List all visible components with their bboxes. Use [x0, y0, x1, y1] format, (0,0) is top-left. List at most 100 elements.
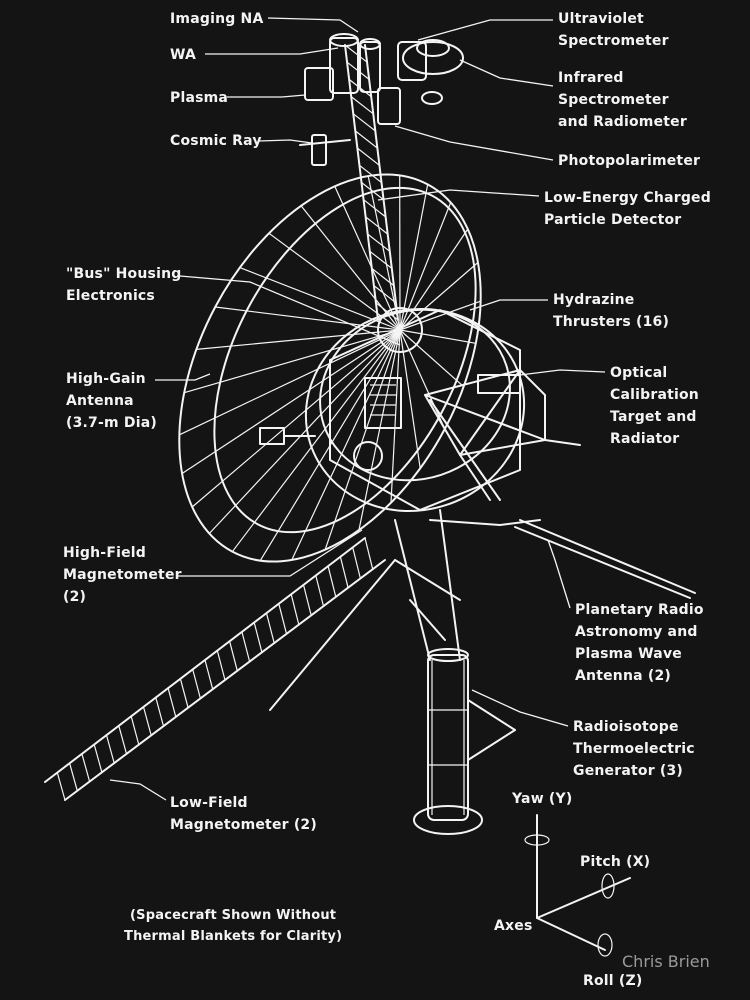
- label-line: High-Gain: [66, 371, 146, 387]
- label-line: (3.7-m Dia): [66, 415, 157, 431]
- label-line: Plasma Wave: [575, 646, 682, 662]
- label-line: Calibration: [610, 387, 699, 403]
- label-line: Infrared: [558, 70, 624, 86]
- label-line: Spectrometer: [558, 92, 669, 108]
- label-line: Magnetometer: [63, 567, 182, 583]
- label-line: Astronomy and: [575, 624, 698, 640]
- label-line: Thrusters (16): [553, 314, 670, 330]
- label-line: (2): [63, 589, 87, 605]
- label-line: Radiator: [610, 431, 680, 447]
- label-low-energy-detector: Low-Energy Charged Particle Detector: [544, 187, 711, 231]
- label-line: Antenna: [66, 393, 134, 409]
- caption-line: Thermal Blankets for Clarity): [124, 929, 343, 944]
- mast-strut: [354, 130, 378, 149]
- boom-strut: [69, 763, 78, 791]
- rtg-assembly: [394, 509, 516, 835]
- label-line: Low-Field: [170, 795, 248, 811]
- boom-strut: [192, 669, 201, 699]
- mast-strut: [375, 302, 399, 321]
- boom-strut: [216, 650, 226, 681]
- label-line: Hydrazine: [553, 292, 635, 308]
- axis-label-axes: Axes: [494, 918, 533, 934]
- label-line: Planetary Radio: [575, 602, 704, 618]
- label-ultraviolet-spectrometer: Ultraviolet Spectrometer: [558, 8, 669, 52]
- magnetometer-boom: [44, 537, 386, 801]
- science-boom: [344, 44, 399, 321]
- mast-strut: [371, 267, 395, 287]
- mast-strut: [363, 199, 386, 218]
- high-gain-antenna-dish: [178, 173, 482, 563]
- dish-rib: [399, 329, 464, 388]
- bus-housing: [259, 308, 526, 512]
- label-line: Low-Energy Charged: [544, 190, 711, 206]
- mast-strut: [357, 147, 380, 166]
- mast-strut: [352, 113, 376, 132]
- dish-rib: [399, 262, 479, 331]
- dish-rib: [196, 329, 401, 350]
- label-high-field-magnetometer: High-Field Magnetometer (2): [63, 542, 182, 608]
- label-photopolarimeter: Photopolarimeter: [558, 153, 701, 169]
- caption-line: (Spacecraft Shown Without: [130, 908, 337, 923]
- mast-strut: [365, 216, 389, 235]
- boom-strut: [265, 612, 275, 644]
- label-high-gain-antenna: High-Gain Antenna (3.7-m Dia): [66, 368, 157, 434]
- mast-strut: [344, 44, 368, 63]
- label-line: Optical: [610, 365, 668, 381]
- mast-strut: [350, 96, 374, 115]
- dish-rib: [399, 228, 469, 331]
- label-rtg: Radioisotope Thermoelectric Generator (3…: [573, 716, 695, 782]
- boom-strut: [204, 659, 214, 690]
- boom-strut: [352, 547, 361, 579]
- label-line: and Radiometer: [558, 114, 687, 130]
- dish-rib: [231, 329, 401, 553]
- boom-strut: [179, 678, 189, 708]
- dish-rib: [179, 329, 401, 436]
- dish-rib: [208, 329, 401, 534]
- label-low-field-magnetometer: Low-Field Magnetometer (2): [170, 792, 317, 836]
- dish-rib: [399, 300, 481, 331]
- boom-strut: [130, 716, 140, 745]
- label-line: Radioisotope: [573, 719, 679, 735]
- boom-strut: [56, 772, 66, 801]
- mast-strut: [373, 285, 397, 304]
- caption: (Spacecraft Shown Without Thermal Blanke…: [124, 905, 342, 947]
- label-plasma: Plasma: [170, 90, 229, 106]
- label-line: Generator (3): [573, 763, 684, 779]
- label-planetary-radio: Planetary Radio Astronomy and Plasma Wav…: [575, 599, 704, 687]
- label-hydrazine-thrusters: Hydrazine Thrusters (16): [553, 289, 669, 333]
- axis-label-pitch: Pitch (X): [580, 854, 651, 870]
- dish-rib: [181, 329, 401, 475]
- label-line: Magnetometer (2): [170, 817, 317, 833]
- label-line: Thermoelectric: [573, 741, 695, 757]
- dish-rib: [291, 329, 401, 561]
- boom-strut: [118, 725, 128, 754]
- label-line: "Bus" Housing: [66, 266, 182, 282]
- label-cosmic-ray: Cosmic Ray: [170, 133, 262, 149]
- optical-calibration-target: [424, 369, 581, 501]
- label-infrared-spectrometer: Infrared Spectrometer and Radiometer: [558, 67, 687, 133]
- boom-strut: [93, 744, 103, 773]
- label-imaging-na: Imaging NA: [170, 11, 264, 27]
- mast-strut: [369, 250, 393, 269]
- leader-lines: [109, 17, 606, 801]
- dish-rib: [334, 186, 401, 331]
- dish-rib: [399, 329, 421, 469]
- label-bus-housing: "Bus" Housing Electronics: [66, 263, 181, 307]
- dish-rib: [399, 184, 429, 331]
- boom-strut: [229, 641, 238, 671]
- label-wa: WA: [170, 47, 197, 63]
- boom-strut: [327, 566, 337, 598]
- boom-strut: [253, 622, 263, 653]
- axis-label-roll: Roll (Z): [583, 973, 643, 989]
- label-line: Antenna (2): [575, 668, 671, 684]
- axis-label-yaw: Yaw (Y): [512, 791, 573, 807]
- boom-strut: [302, 584, 312, 616]
- dish-rib: [191, 329, 401, 508]
- dish-rib: [399, 329, 476, 344]
- boom-strut: [315, 575, 325, 607]
- boom-strut: [142, 706, 152, 736]
- boom-strut: [364, 537, 374, 570]
- label-optical-calibration: Optical Calibration Target and Radiator: [610, 362, 699, 450]
- mast-strut: [361, 182, 384, 201]
